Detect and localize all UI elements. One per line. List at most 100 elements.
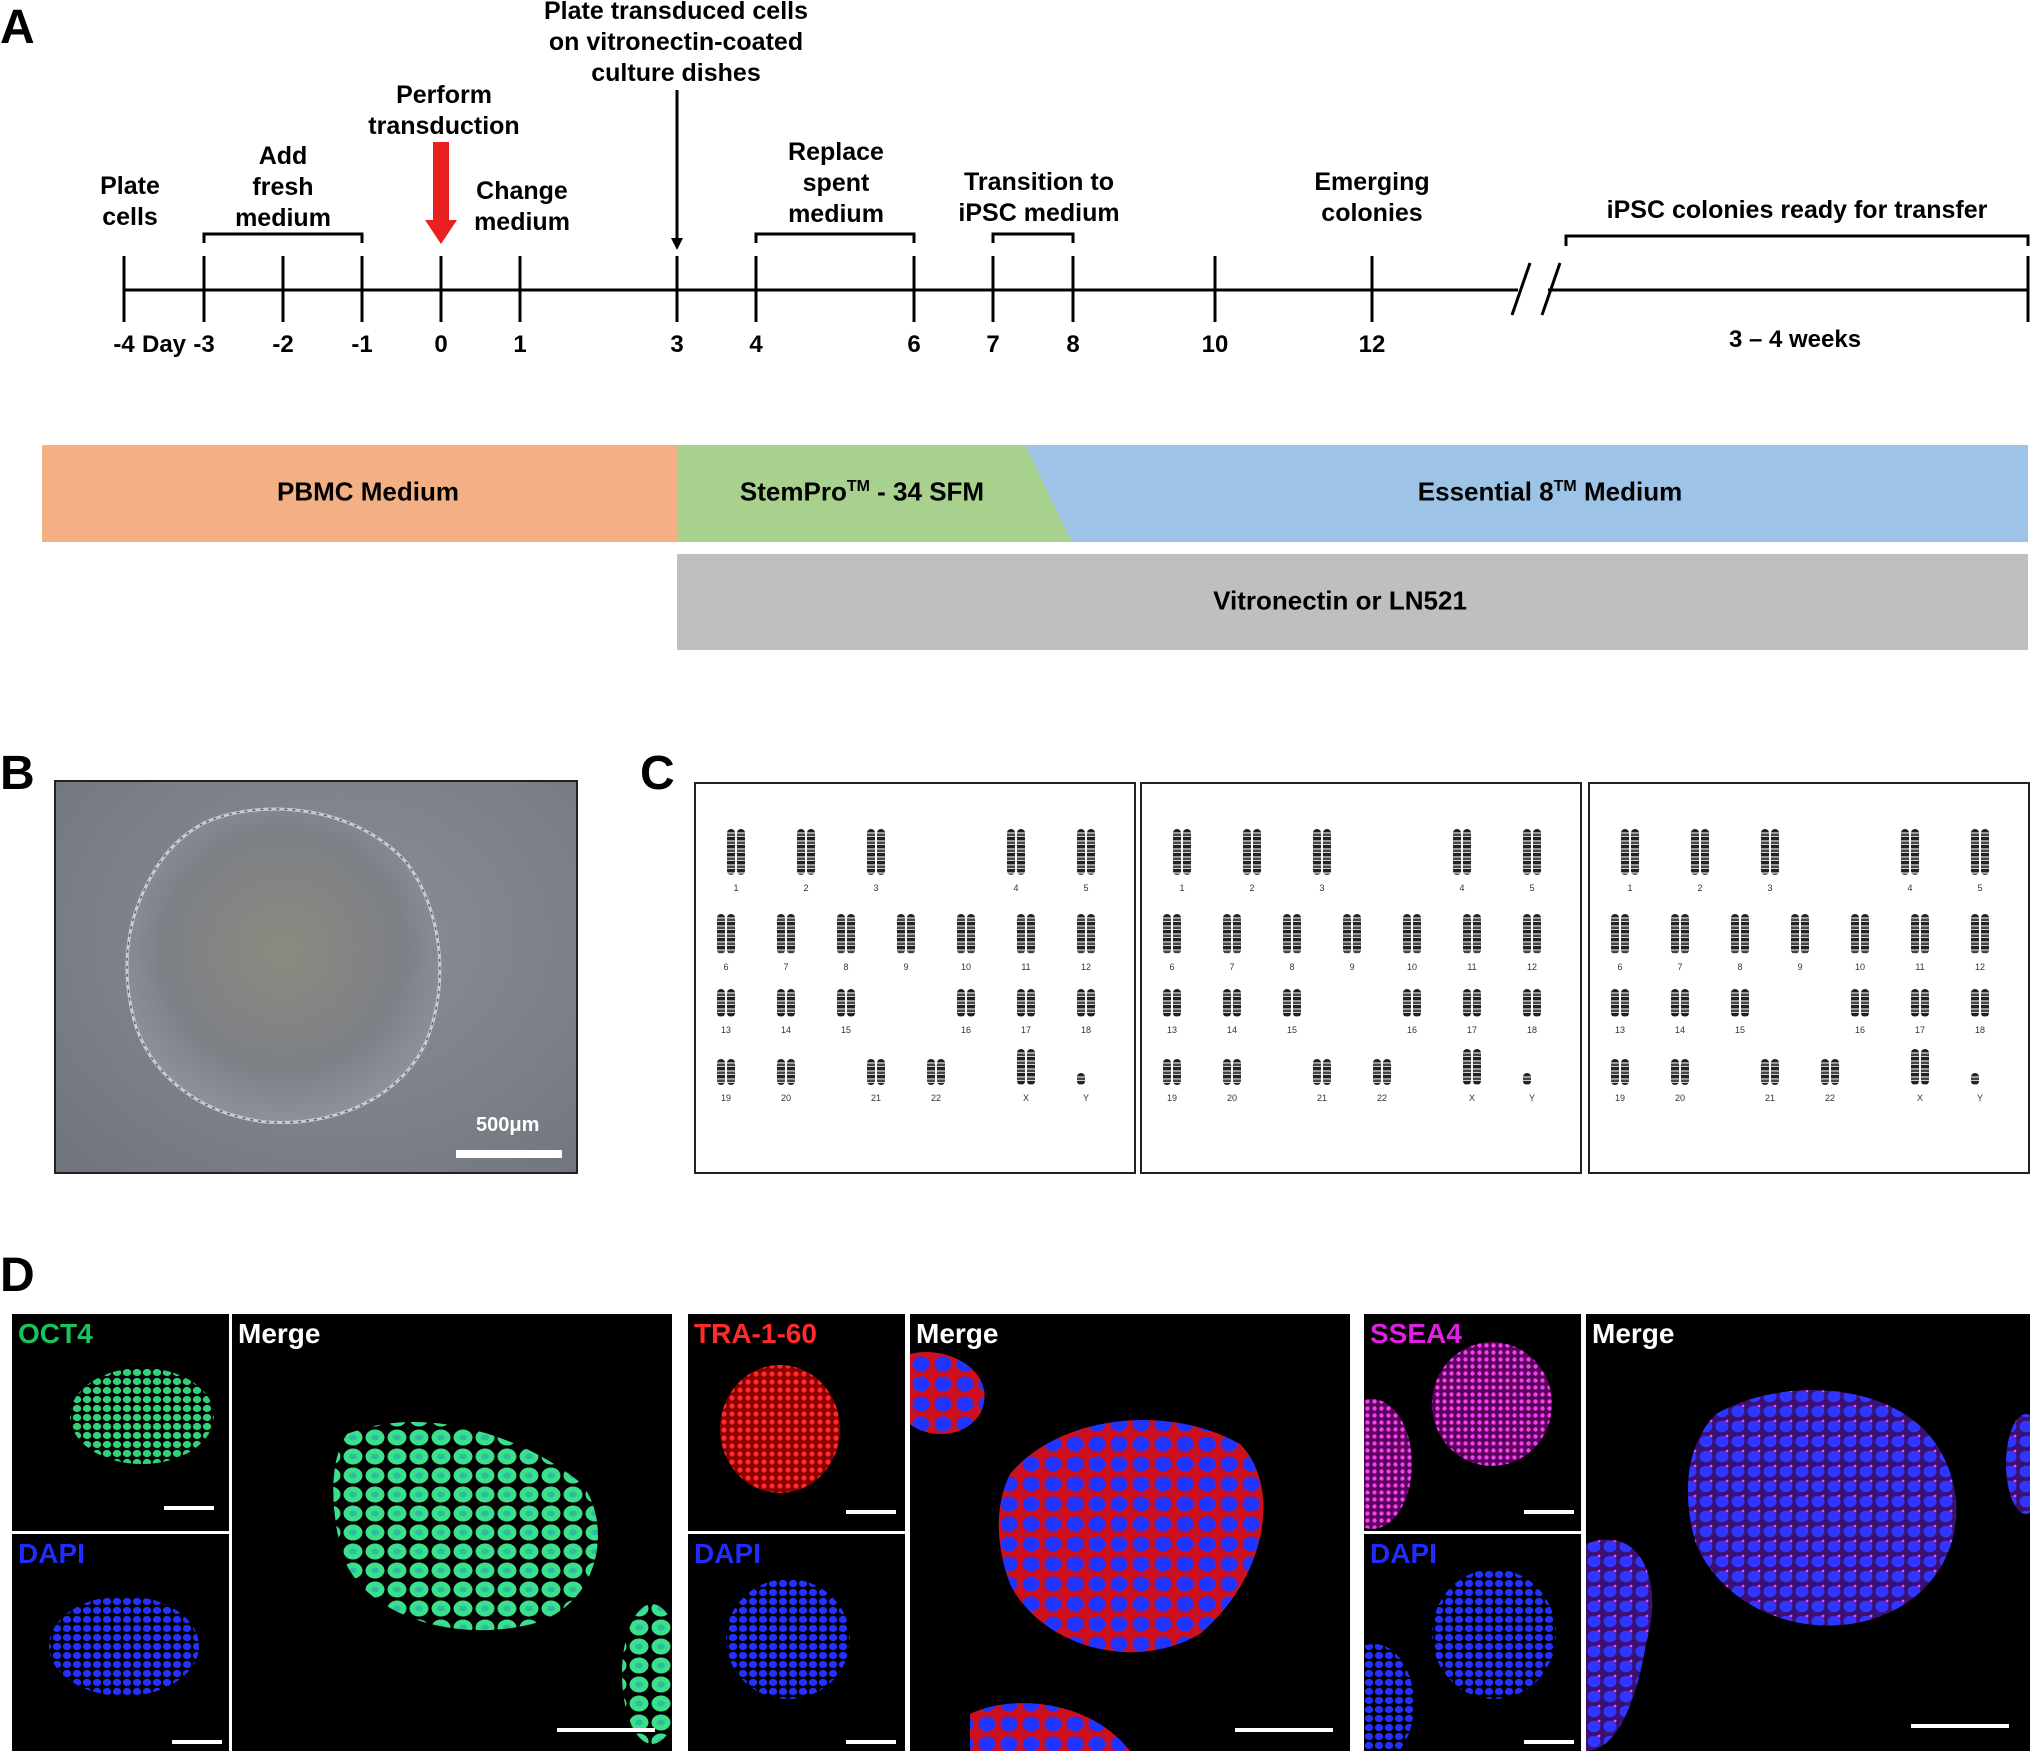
chromosome (1533, 914, 1541, 954)
chromosome (1007, 829, 1015, 875)
chromosome (1981, 829, 1989, 875)
chromosome (1313, 829, 1321, 875)
chromosome (867, 1059, 875, 1085)
timeline-axis (122, 90, 2030, 322)
chromosome (727, 1059, 735, 1085)
chromosome-number: 17 (1914, 1025, 1926, 1035)
chromosome (1631, 829, 1639, 875)
chromosome-number: 20 (780, 1093, 792, 1103)
oct4-merge-panel: Merge (232, 1314, 672, 1751)
chromosome (1523, 829, 1531, 875)
chromosome (1611, 914, 1619, 954)
dapi-panel-3: DAPI (1364, 1534, 1581, 1751)
tick-label: 12 (1358, 331, 1386, 358)
essential8-label: Essential 8TM Medium (1417, 476, 1683, 507)
chromosome-number: 17 (1020, 1025, 1032, 1035)
chromosome-number: Y (1976, 1093, 1984, 1103)
dapi-label: DAPI (694, 1538, 761, 1569)
chromosome (1861, 914, 1869, 954)
chromosome (1087, 829, 1095, 875)
chromosome (1971, 829, 1979, 875)
oct4-panel: OCT4 (12, 1314, 229, 1531)
chromosome-number: 9 (1797, 962, 1803, 972)
scale-bar (164, 1506, 214, 1510)
tick-label: 7 (986, 331, 1000, 358)
chromosome (1771, 829, 1779, 875)
dapi-panel-2: DAPI (688, 1534, 905, 1751)
chromosome (1611, 1059, 1619, 1085)
chromosome (1473, 989, 1481, 1017)
chromosome-number: 22 (930, 1093, 942, 1103)
chromosome (1761, 829, 1769, 875)
chromosome (1017, 914, 1025, 954)
chromosome (1293, 989, 1301, 1017)
chromosome (1831, 1059, 1839, 1085)
chromosome (777, 989, 785, 1017)
chromosome-number: 21 (1316, 1093, 1328, 1103)
chromosome (1027, 989, 1035, 1017)
coating-bar (677, 554, 2028, 650)
chromosome (717, 1059, 725, 1085)
panel-label-d: D (0, 1249, 35, 1302)
chromosome-number: 22 (1376, 1093, 1388, 1103)
chromosome (1621, 989, 1629, 1017)
ssea4-panel: SSEA4 (1364, 1314, 1581, 1531)
chromosome (967, 989, 975, 1017)
oct4-label: OCT4 (18, 1318, 93, 1349)
chromosome-number: 14 (1674, 1025, 1686, 1035)
chromosome-number: 15 (1286, 1025, 1298, 1035)
chromosome-number: 17 (1466, 1025, 1478, 1035)
tra-1-60-label: TRA-1-60 (694, 1318, 817, 1349)
chromosome-number: 16 (1854, 1025, 1866, 1035)
event-ipsc-ready: iPSC colonies ready for transfer (1606, 196, 1988, 224)
panel-label-c: C (640, 747, 675, 800)
chromosome (1323, 1059, 1331, 1085)
scale-bar (1235, 1728, 1333, 1732)
chromosome (1921, 1048, 1929, 1085)
chromosome (1163, 989, 1171, 1017)
chromosome-number: 12 (1526, 962, 1538, 972)
chromosome (1403, 914, 1411, 954)
chromosome (1253, 829, 1261, 875)
ipsc-colony (125, 807, 442, 1125)
merge-label: Merge (238, 1318, 321, 1349)
ssea4-merge-panel: Merge (1586, 1314, 2030, 1751)
chromosome (1313, 1059, 1321, 1085)
chromosome (1233, 1059, 1241, 1085)
dapi-panel-1: DAPI (12, 1534, 229, 1751)
chromosome (1761, 1059, 1769, 1085)
chromosome-number: 13 (1614, 1025, 1626, 1035)
chromosome (1223, 914, 1231, 954)
chromosome (727, 829, 735, 875)
media-bars (42, 445, 2028, 650)
ssea4-label: SSEA4 (1370, 1318, 1462, 1349)
chromosome-number: 10 (1854, 962, 1866, 972)
chromosome-number: 7 (1677, 962, 1683, 972)
scale-bar-label: 500μm (476, 1114, 540, 1136)
chromosome (727, 914, 735, 954)
chromosome (1533, 989, 1541, 1017)
chromosome (1671, 1059, 1679, 1085)
chromosome-number: 13 (720, 1025, 732, 1035)
chromosome (1473, 914, 1481, 954)
chromosome-number: 9 (903, 962, 909, 972)
chromosome (1017, 829, 1025, 875)
chromosome (877, 829, 885, 875)
stempro-bar (677, 445, 1072, 542)
chromosome (1413, 989, 1421, 1017)
chromosome (1681, 989, 1689, 1017)
chromosome (1173, 989, 1181, 1017)
chromosome (1223, 1059, 1231, 1085)
panel-label-a: A (0, 1, 35, 54)
tick-label: 4 (749, 331, 763, 358)
chromosome (1911, 914, 1919, 954)
chromosome-number: 14 (780, 1025, 792, 1035)
chromosome (1971, 914, 1979, 954)
chromosome (1681, 914, 1689, 954)
chromosome-number: 16 (1406, 1025, 1418, 1035)
chromosome (1621, 914, 1629, 954)
chromosome (777, 914, 785, 954)
chromosome (837, 989, 845, 1017)
